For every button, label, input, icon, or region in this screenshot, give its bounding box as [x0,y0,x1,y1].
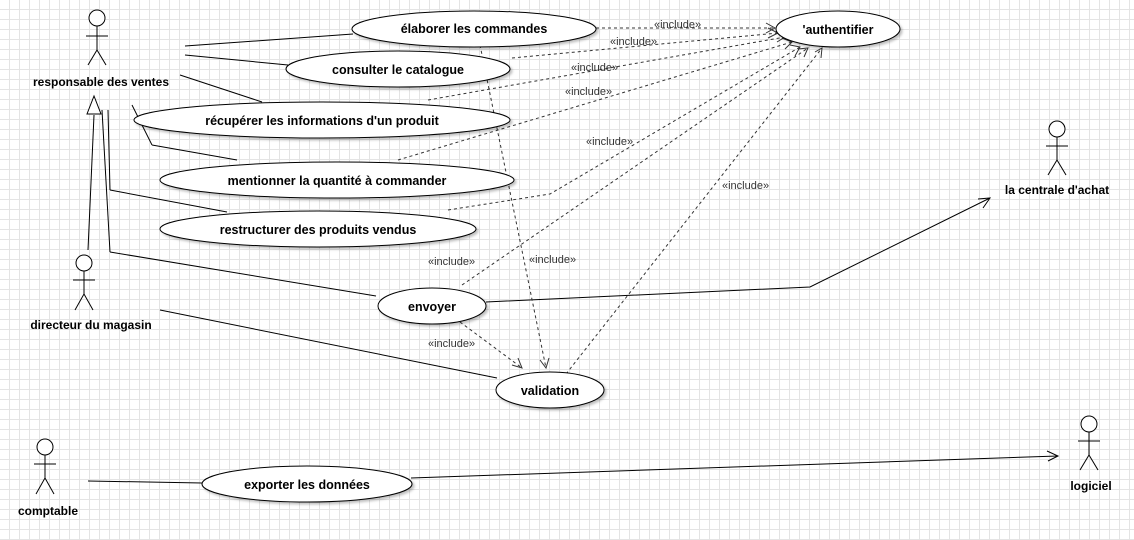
usecase-ellipse[interactable] [285,50,511,88]
usecase-label: restructurer des produits vendus [220,223,417,237]
generalization-triangle [86,94,102,115]
actor-label-logiciel: logiciel [1070,479,1111,493]
usecase-label: envoyer [408,300,456,314]
associations [87,33,498,484]
arrowhead-9 [511,357,523,369]
usecase-label: 'authentifier [802,23,873,37]
generalization-line [87,114,95,251]
arrowhead-4 [781,37,793,50]
assoc-responsable-recuperer [179,74,263,103]
include-label: «include» [722,180,769,192]
arrowhead-1 [765,22,777,34]
stick-figure-icon [86,9,108,66]
usecase-exporter[interactable]: exporter les données [201,465,413,503]
usecase-ellipse[interactable] [133,101,511,139]
usecase-restructurer[interactable]: restructurer des produits vendus [159,210,477,248]
include-label: «include» [565,86,612,98]
usecase-label: validation [521,384,579,398]
arrowhead-6 [797,47,809,58]
usecase-label: mentionner la quantité à commander [228,174,447,188]
usecase-elaborer[interactable]: élaborer les commandes [351,10,597,48]
usecase-ellipse[interactable] [159,161,515,199]
assoc-exporter-logiciel [410,455,1059,479]
include-labels: «include» «include» «include» «include» … [428,19,769,350]
directed-associations [410,197,1060,479]
include-restructurer-authentifier [447,46,801,211]
actor-responsable[interactable] [86,9,108,66]
actor-directeur[interactable] [73,254,95,311]
usecase-ellipse[interactable] [495,371,605,409]
assoc-responsable-mentionner-2 [151,144,238,161]
usecase-label: récupérer les informations d'un produit [205,114,439,128]
actor-label-responsable: responsable des ventes [33,75,169,89]
include-dependencies [397,27,823,375]
include-envoyer-validation [459,321,523,369]
assoc-responsable-envoyer [101,109,111,253]
include-arrowheads [511,22,823,370]
arrowhead-5 [789,44,801,57]
assoc-envoyer-centrale [485,197,991,303]
actor-comptable[interactable] [34,438,56,495]
usecase-validation[interactable]: validation [495,371,605,409]
arrow-head-logiciel [1046,450,1060,462]
usecases: élaborer les commandes consulter le cata… [133,10,901,503]
usecase-ellipse[interactable] [351,10,597,48]
usecase-mentionner[interactable]: mentionner la quantité à commander [159,161,515,199]
stick-figure-icon [34,438,56,495]
include-label: «include» [428,256,475,268]
usecase-recuperer[interactable]: récupérer les informations d'un produit [133,101,511,139]
assoc-directeur-validation [159,309,498,379]
actor-logiciel[interactable] [1078,415,1100,471]
usecase-label: élaborer les commandes [401,22,548,36]
assoc-responsable-envoyer-2 [109,251,377,297]
usecase-envoyer[interactable]: envoyer [377,287,487,325]
include-recuperer-authentifier [427,36,786,101]
assoc-responsable-consulter [184,54,289,66]
include-consulter-authentifier [511,32,779,59]
include-label: «include» [428,338,475,350]
usecase-ellipse[interactable] [159,210,477,248]
actor-labels: responsable des ventes directeur du maga… [18,75,1112,518]
include-elaborer-validation [479,44,547,369]
stick-figure-icon [1046,120,1068,176]
include-label: «include» [654,19,701,31]
actor-centrale[interactable] [1046,120,1068,176]
arrowhead-7 [814,47,823,59]
generalization [86,94,102,251]
usecase-authentifier[interactable]: 'authentifier [775,10,901,48]
include-label: «include» [529,254,576,266]
usecase-ellipse[interactable] [775,10,901,48]
assoc-responsable-restructurer-2 [109,189,228,213]
usecase-label: exporter les données [244,478,370,492]
include-label: «include» [586,136,633,148]
include-mentionner-authentifier [397,41,793,161]
usecase-consulter[interactable]: consulter le catalogue [285,50,511,88]
actor-label-centrale: la centrale d'achat [1005,183,1109,197]
actor-label-directeur: directeur du magasin [30,318,151,332]
assoc-responsable-restructurer [107,109,111,191]
stick-figure-icon [1078,415,1100,471]
arrowhead-8 [539,357,550,370]
arrow-head-centrale [977,197,992,209]
usecase-ellipse[interactable] [201,465,413,503]
actor-label-comptable: comptable [18,504,78,518]
assoc-responsable-elaborer [184,33,354,47]
include-label: «include» [571,62,618,74]
assoc-comptable-exporter [87,480,203,484]
stick-figure-icon [73,254,95,311]
actors [34,9,1100,495]
include-label: «include» [610,36,657,48]
include-envoyer-authentifier [461,47,809,286]
usecase-ellipse[interactable] [377,287,487,325]
usecase-label: consulter le catalogue [332,63,464,77]
